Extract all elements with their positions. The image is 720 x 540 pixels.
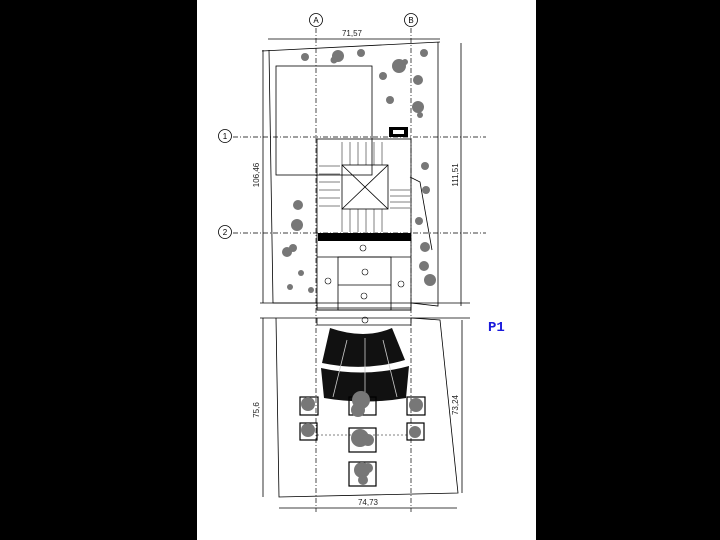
grid-label-b: B bbox=[408, 16, 413, 25]
grid-label-1: 1 bbox=[223, 132, 228, 141]
amphitheater bbox=[321, 328, 409, 402]
dimension-right-lower-label: 73,24 bbox=[451, 394, 460, 415]
grid-bubble-2: 2 bbox=[218, 225, 232, 239]
lot-top-edge bbox=[261, 41, 441, 52]
grid-label-2: 2 bbox=[223, 228, 228, 237]
dimension-left-lower-label: 75,6 bbox=[252, 402, 261, 418]
upper-courtyard bbox=[275, 65, 373, 176]
lower-lot-outline bbox=[275, 317, 459, 498]
dimension-left-lower: 75,6 bbox=[252, 318, 264, 497]
dimension-left-upper-label: 106,46 bbox=[252, 162, 261, 187]
dimension-right-upper-label: 111,51 bbox=[451, 163, 460, 187]
trees bbox=[282, 49, 436, 485]
grid-bubble-b: B bbox=[404, 13, 418, 27]
dimension-bottom-label: 74,73 bbox=[358, 498, 379, 507]
building bbox=[316, 127, 433, 324]
grid-bubble-1: 1 bbox=[218, 129, 232, 143]
drawing-sheet bbox=[197, 0, 536, 540]
dimension-left-upper: 106,46 bbox=[252, 50, 264, 303]
sheet-label: P1 bbox=[488, 320, 505, 336]
entrance-plaza bbox=[316, 318, 412, 326]
dimension-bottom: 74,73 bbox=[279, 498, 457, 509]
dimension-top: 71,57 bbox=[268, 29, 440, 40]
dimension-top-label: 71,57 bbox=[342, 29, 363, 38]
grid-bubble-a: A bbox=[309, 13, 323, 27]
grid-label-a: A bbox=[313, 16, 319, 25]
dimension-right-lower: 73,24 bbox=[451, 320, 463, 493]
dimension-right-upper: 111,51 bbox=[451, 43, 462, 306]
